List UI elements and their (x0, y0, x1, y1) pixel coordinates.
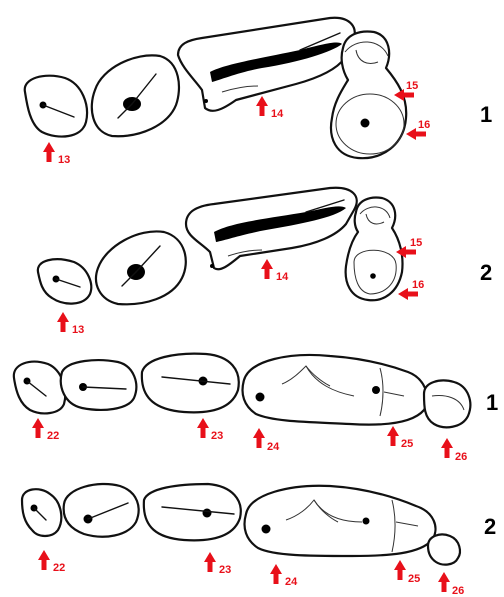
up-arrow-icon (253, 428, 265, 448)
svg-text:25: 25 (408, 573, 420, 585)
arrow-14-row-2: 14 (261, 259, 289, 283)
svg-text:24: 24 (285, 576, 298, 588)
arrow-23-row-2: 23 (204, 552, 231, 576)
svg-text:14: 14 (271, 108, 284, 120)
up-arrow-icon (38, 550, 50, 570)
up-arrow-icon (270, 564, 282, 584)
arrow-22-row-1: 22 (32, 418, 59, 442)
arrow-25-row-1: 25 (387, 426, 413, 450)
svg-text:13: 13 (72, 324, 84, 336)
upper-row-1: 1 (25, 18, 493, 158)
lower-row-1: 1 (14, 354, 498, 428)
svg-text:22: 22 (53, 562, 65, 574)
tooth-23-row-1 (142, 354, 239, 413)
svg-text:14: 14 (276, 271, 289, 283)
tooth-23-row-2 (144, 484, 241, 540)
arrow-26-row-1: 26 (441, 438, 467, 463)
tooth-22-row-1 (14, 362, 65, 414)
svg-text:13: 13 (58, 154, 70, 166)
tooth-24-25-row-2 (245, 486, 436, 556)
tooth-between-22-23-row-1 (61, 360, 136, 410)
tooth-26-row-2 (428, 534, 460, 564)
arrow-16-row-2: 16 (398, 279, 424, 300)
svg-text:15: 15 (406, 80, 418, 92)
up-arrow-icon (261, 259, 273, 279)
tooth-between-22-23-row-2 (64, 484, 139, 537)
tooth-24-25-row-1 (243, 355, 428, 425)
arrow-25-row-2: 25 (394, 560, 420, 585)
tooth-13-row-1 (25, 76, 87, 137)
arrow-13-row-2: 13 (57, 312, 84, 336)
up-arrow-icon (57, 312, 69, 332)
row-1-label: 1 (480, 102, 492, 127)
row-3-label: 1 (486, 390, 498, 415)
up-arrow-icon (441, 438, 453, 458)
arrow-24-row-1: 24 (253, 428, 280, 453)
up-arrow-icon (204, 552, 216, 572)
arrow-14-row-1: 14 (256, 96, 284, 120)
arrow-13-row-1: 13 (43, 142, 70, 166)
tooth-14-row-1 (178, 18, 355, 111)
up-arrow-icon (32, 418, 44, 438)
svg-text:15: 15 (410, 237, 422, 249)
svg-text:26: 26 (452, 585, 464, 597)
tooth-22-row-2 (22, 489, 61, 536)
arrow-24-row-2: 24 (270, 564, 298, 588)
arrow-16-row-1: 16 (406, 119, 430, 140)
premolar-row-2 (96, 231, 186, 304)
up-arrow-icon (394, 560, 406, 580)
premolar-row-1 (92, 55, 179, 136)
up-arrow-icon (197, 418, 209, 438)
row-2-label: 2 (480, 260, 492, 285)
svg-text:26: 26 (455, 451, 467, 463)
svg-text:24: 24 (267, 441, 280, 453)
row-4-label: 2 (484, 514, 496, 539)
svg-text:16: 16 (412, 279, 424, 291)
up-arrow-icon (256, 96, 268, 116)
arrow-26-row-2: 26 (438, 572, 464, 597)
up-arrow-icon (43, 142, 55, 162)
svg-text:25: 25 (401, 438, 413, 450)
tooth-15-16-row-2 (346, 198, 403, 301)
svg-text:22: 22 (47, 430, 59, 442)
arrow-23-row-1: 23 (197, 418, 223, 442)
lower-row-2: 2 (22, 484, 496, 565)
tooth-26-row-1 (424, 381, 470, 428)
tooth-14-row-2 (186, 188, 357, 270)
tooth-13-row-2 (38, 259, 91, 303)
svg-text:23: 23 (219, 564, 231, 576)
up-arrow-icon (438, 572, 450, 592)
arrow-22-row-2: 22 (38, 550, 65, 574)
svg-text:23: 23 (211, 430, 223, 442)
svg-text:16: 16 (418, 119, 430, 131)
up-arrow-icon (387, 426, 399, 446)
